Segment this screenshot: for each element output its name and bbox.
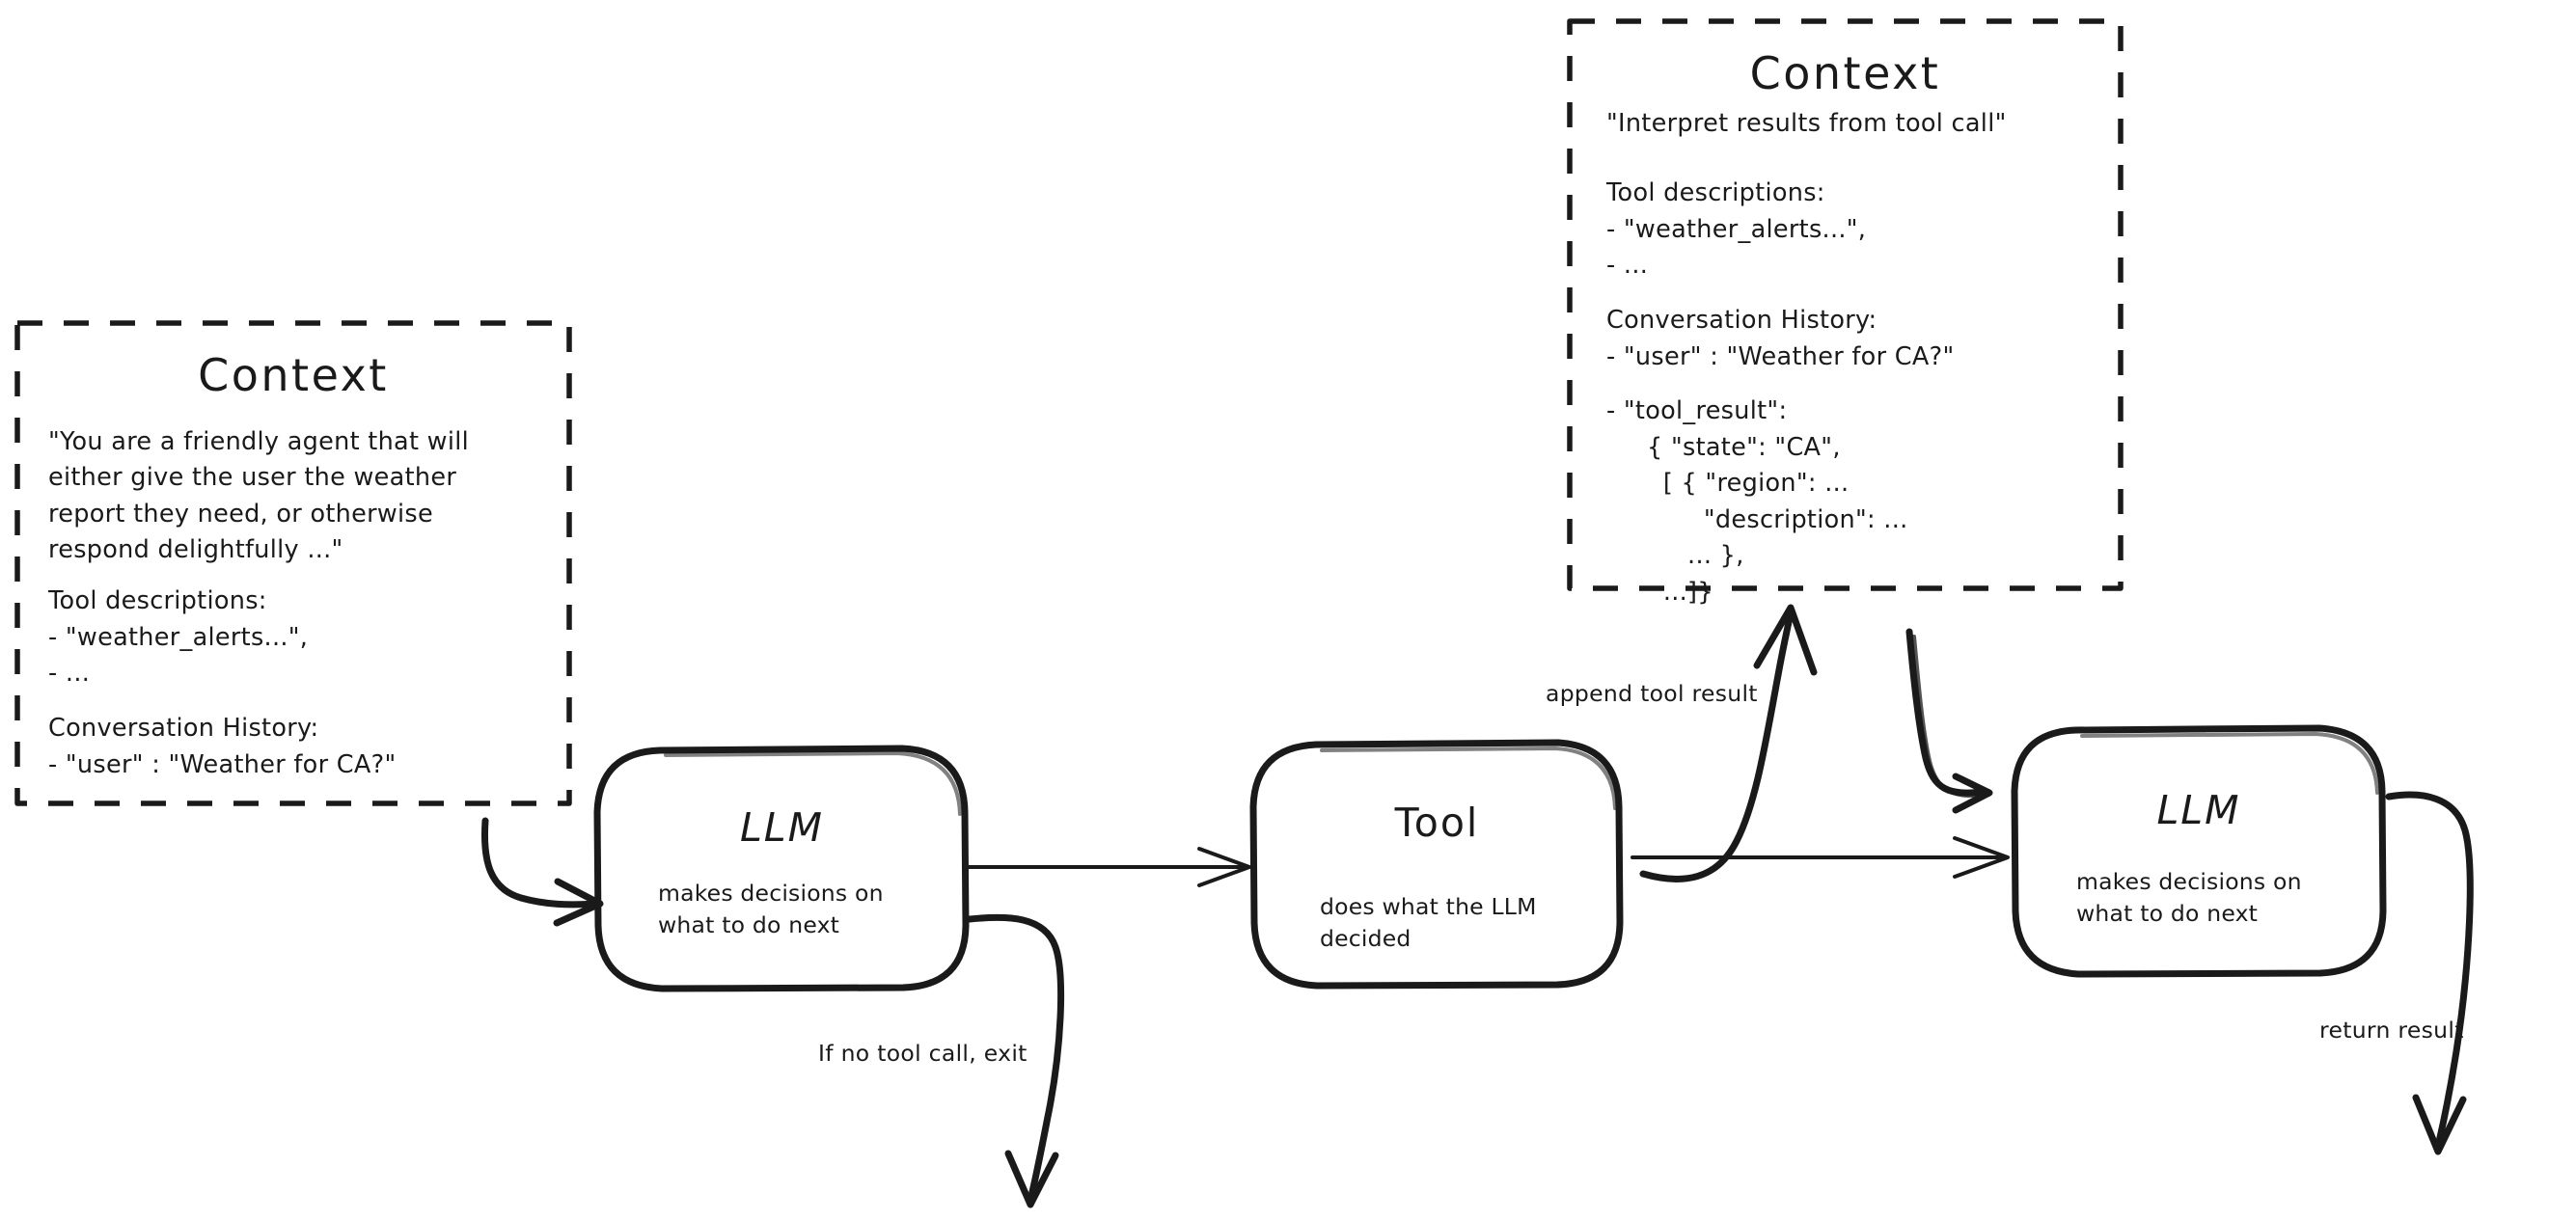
node-llm-1-title: LLM <box>739 804 825 851</box>
edge-context-to-llm2 <box>1905 628 1993 814</box>
context-left-tools-items: - "weather_alerts...", - ... <box>48 623 309 689</box>
context-right-system-prompt: "Interpret results from tool call" <box>1606 109 2007 138</box>
context-left-system-prompt: "You are a friendly agent that will eith… <box>48 427 469 565</box>
node-llm-2-title: LLM <box>2156 787 2241 833</box>
context-right-border <box>1567 18 2124 591</box>
edge-label-append-tool-result: append tool result <box>1546 680 1758 707</box>
edge-context-to-llm1 <box>480 817 604 927</box>
context-left-conversation-heading: Conversation History: <box>48 714 319 743</box>
context-left-tools-heading: Tool descriptions: <box>48 586 267 615</box>
context-right-title: Context <box>1749 47 1941 99</box>
context-right-conversation-user: - "user" : "Weather for CA?" <box>1606 342 1955 371</box>
node-tool-subtitle: does what the LLM decided <box>1320 893 1537 953</box>
context-left-conversation-items: - "user" : "Weather for CA?" <box>48 750 397 779</box>
node-llm-1-subtitle: makes decisions on what to do next <box>658 880 884 939</box>
context-right-conversation-heading: Conversation History: <box>1606 306 1877 335</box>
edge-llm2-return <box>2385 791 2474 1155</box>
edge-tool-to-context <box>1639 604 1818 882</box>
context-right-tools-heading: Tool descriptions: <box>1606 178 1825 207</box>
llm-2-shape <box>2011 724 2387 978</box>
context-right-tools-items: - "weather_alerts...", - ... <box>1606 215 1867 281</box>
context-left-border <box>14 320 572 806</box>
context-right-tool-result-body: { "state": "CA", [ { "region": ... "desc… <box>1647 433 1908 607</box>
edge-label-return-result: return result <box>2319 1017 2464 1044</box>
context-right-tool-result-key: - "tool_result": <box>1606 396 1788 425</box>
edge-llm1-to-tool <box>966 847 1251 887</box>
edge-tool-to-llm2 <box>1631 836 2010 879</box>
edge-label-llm1-exit: If no tool call, exit <box>818 1040 1028 1067</box>
node-tool-title: Tool <box>1394 800 1480 846</box>
node-llm-2-subtitle: makes decisions on what to do next <box>2076 868 2302 928</box>
edge-llm1-exit <box>966 913 1065 1208</box>
context-left-title: Context <box>198 349 389 401</box>
llm-1-shape <box>593 745 970 992</box>
tool-shape <box>1249 739 1624 990</box>
